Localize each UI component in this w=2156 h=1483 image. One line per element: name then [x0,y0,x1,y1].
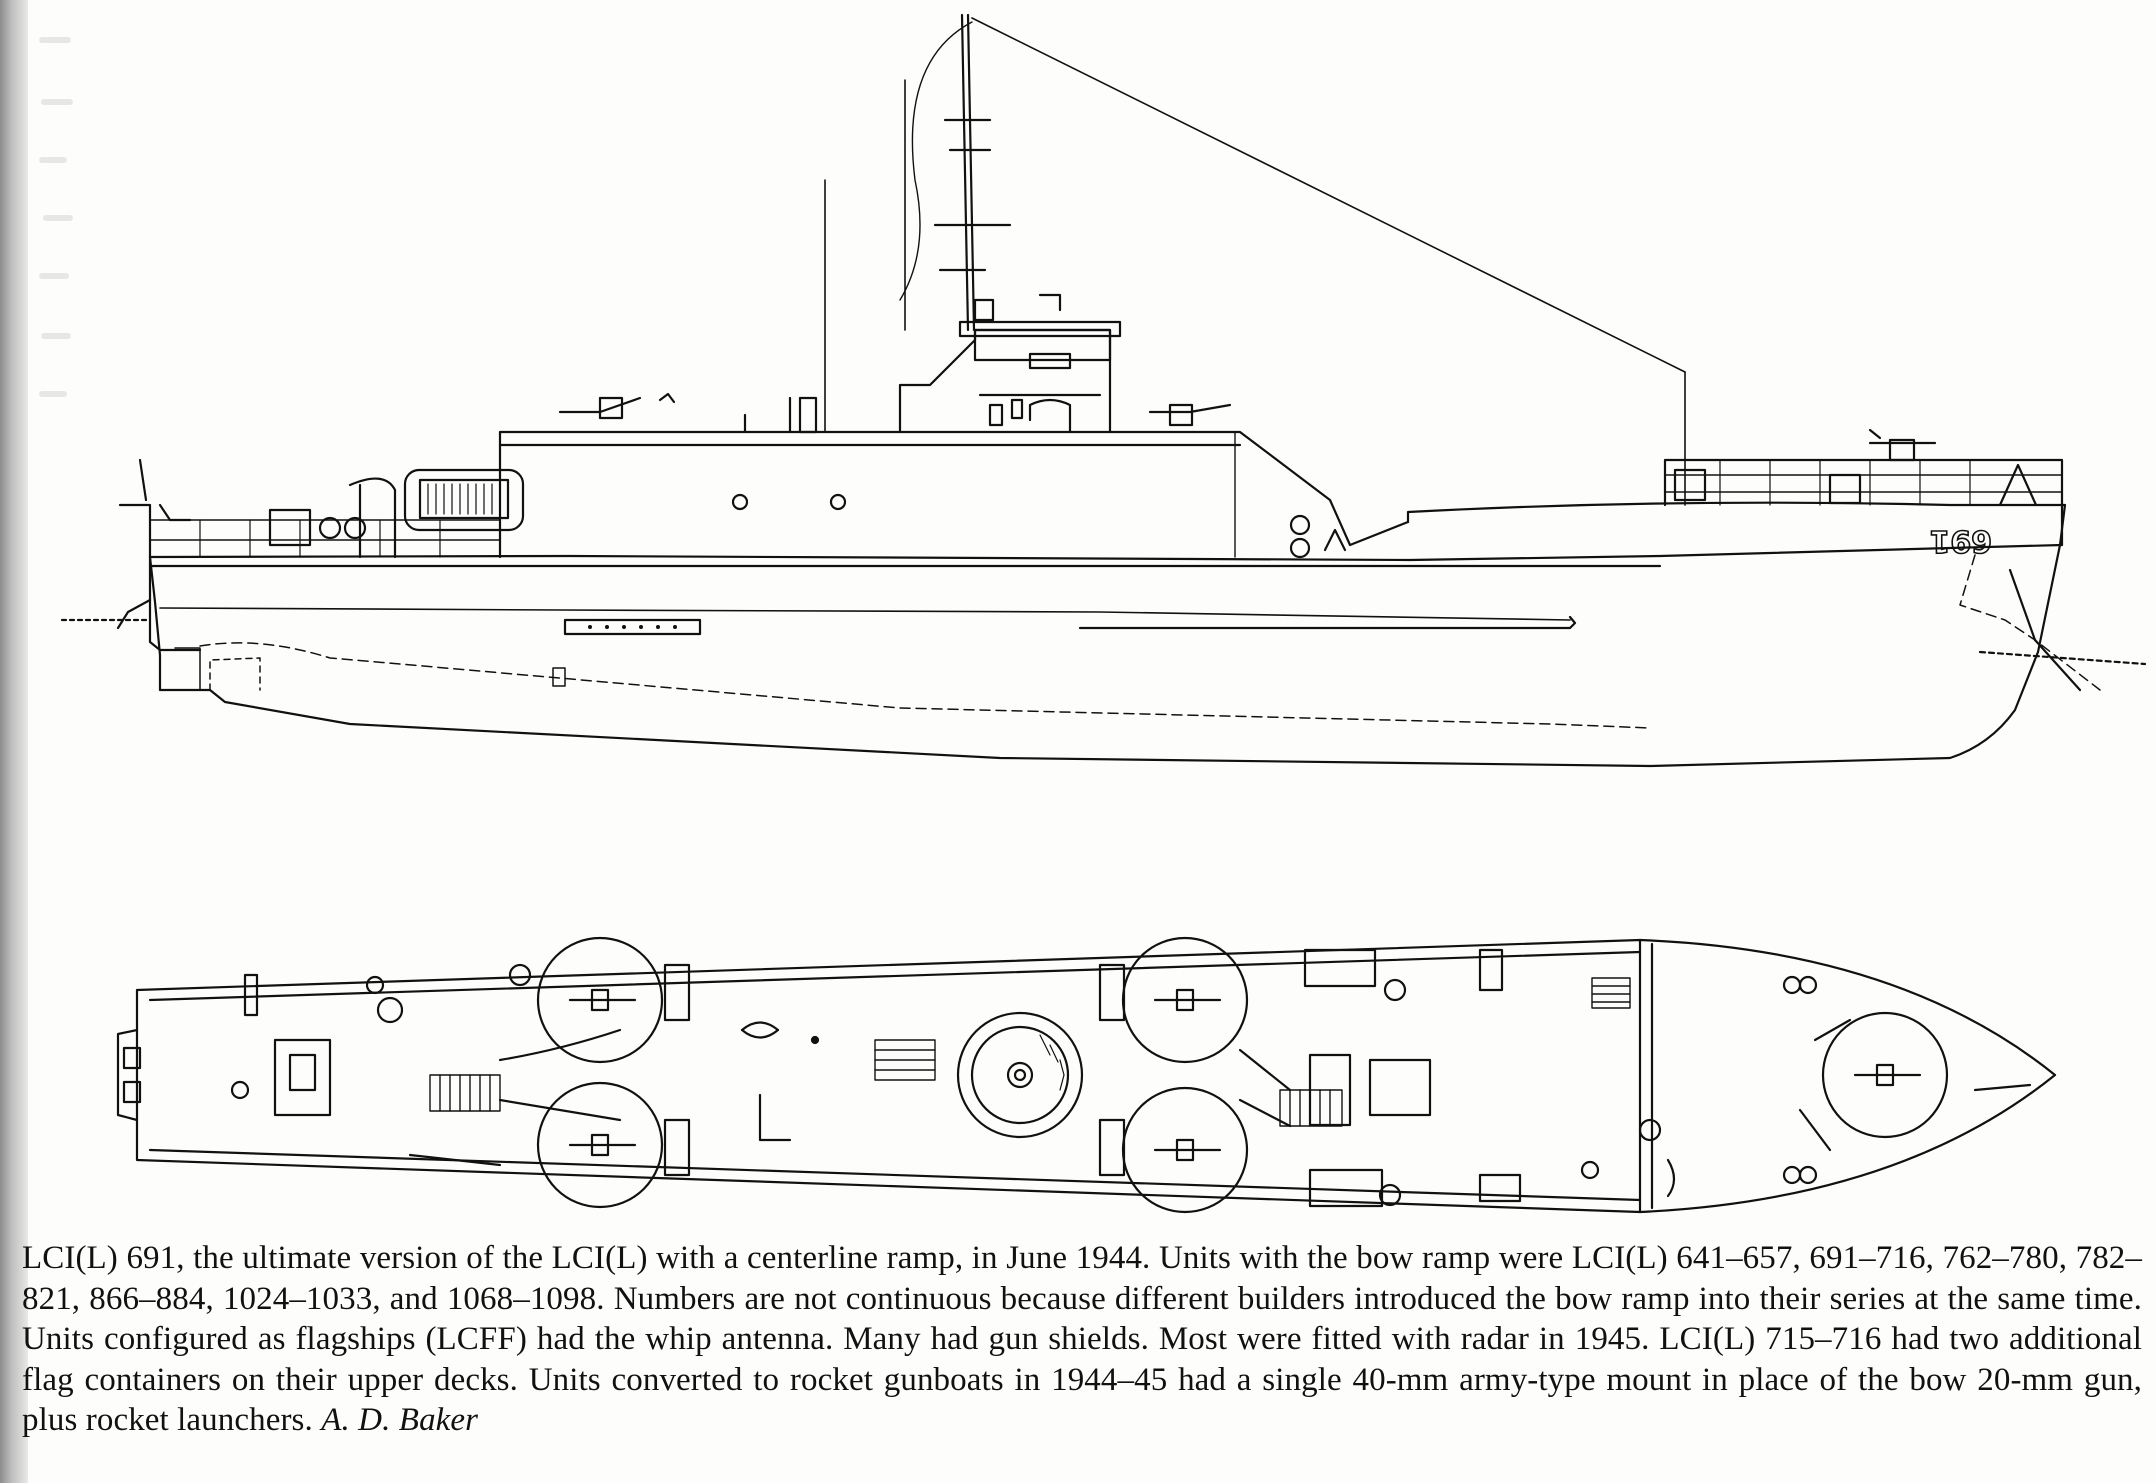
caption-text: LCI(L) 691, the ultimate version of the … [22,1240,2142,1438]
profile-gun-mount-1 [558,392,676,420]
hull-number: 691 [1929,523,1992,558]
figure-caption: LCI(L) 691, the ultimate version of the … [22,1238,2142,1441]
ship-plan-view [116,936,2057,1214]
profile-gun-mount-2 [1148,403,1232,427]
gun-tub-aft-starboard [536,1081,664,1209]
gun-tub-aft-port [536,936,664,1064]
bleed-through-text [39,37,73,397]
caption-author: A. D. Baker [321,1402,479,1438]
gun-tub-bow [1821,1011,1949,1139]
profile-bow-gun [1868,428,1937,462]
book-binding-shadow [0,0,28,1483]
gun-tub-fwd-starboard [1121,1086,1249,1214]
gun-tub-fwd-port [1121,936,1249,1064]
conning-tower-plan [956,1011,1084,1139]
ship-profile-view [60,13,2147,768]
